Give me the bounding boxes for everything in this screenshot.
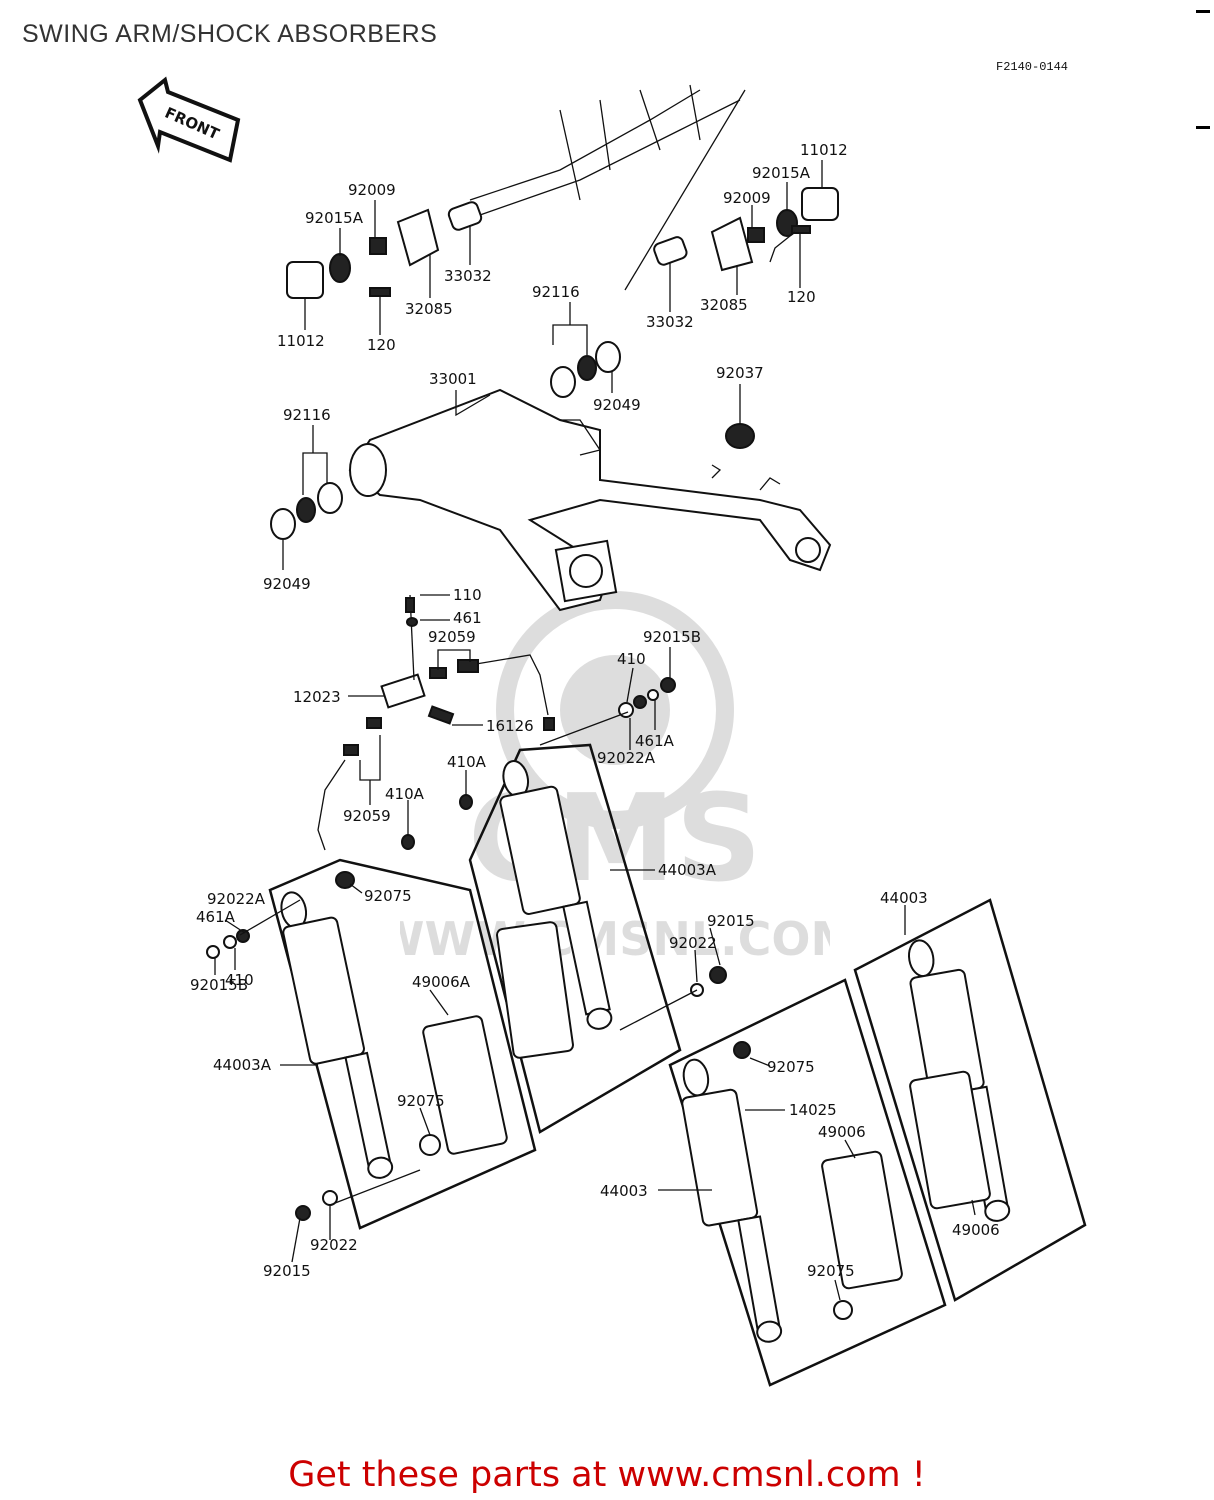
part-label: 92037	[716, 364, 764, 382]
edge-mark	[1196, 10, 1210, 13]
pivot-right	[653, 187, 839, 272]
part-label: 92059	[343, 807, 391, 825]
part-92009-spring	[369, 237, 387, 255]
part-label: 410	[617, 650, 646, 668]
part-label: 461	[453, 609, 482, 627]
pivot-left	[286, 201, 483, 299]
part-label: 44003A	[658, 861, 717, 879]
part-label: 92015	[707, 912, 755, 930]
part-label: 92015B	[643, 628, 701, 646]
leader-lines	[214, 160, 976, 1301]
shock-frame-3	[668, 978, 947, 1387]
part-92015A-nut	[329, 253, 351, 283]
spring-49006A-2	[496, 921, 574, 1059]
swing-arm	[348, 388, 832, 612]
part-label: 33032	[646, 313, 694, 331]
part-label: 92015	[263, 1262, 311, 1280]
part-label: 92022A	[597, 749, 656, 767]
bearings	[270, 341, 755, 540]
part-label: 92116	[532, 283, 580, 301]
footer-link[interactable]: Get these parts at www.cmsnl.com !	[288, 1455, 926, 1495]
figure-code: F2140-0144	[996, 60, 1069, 74]
part-labels: 92009 92015A 11012 120 32085 33032 11012…	[190, 141, 1000, 1280]
shock-absorber-4	[907, 939, 1011, 1222]
part-32085-plate	[710, 216, 754, 272]
part-120-bolt	[369, 287, 391, 297]
part-label: 49006A	[412, 973, 471, 991]
spring-49006A	[422, 1015, 508, 1155]
shock-absorber-1	[280, 891, 394, 1179]
part-label: 32085	[700, 296, 748, 314]
part-33032-bushing	[653, 236, 688, 266]
part-label: 92075	[807, 1262, 855, 1280]
part-label: 11012	[277, 332, 325, 350]
part-11012-cap	[286, 261, 324, 299]
shock-absorber-2	[499, 760, 613, 1030]
part-label: 92015B	[190, 976, 248, 994]
spring-49006-2	[909, 1070, 991, 1210]
part-label: 92075	[364, 887, 412, 905]
part-label: 92075	[767, 1058, 815, 1076]
part-label: 92009	[348, 181, 396, 199]
part-label: 92049	[593, 396, 641, 414]
part-label: 92015A	[305, 209, 364, 227]
part-label: 44003	[600, 1182, 648, 1200]
part-label: 461A	[196, 908, 236, 926]
part-label: 120	[367, 336, 396, 354]
part-label: 49006	[818, 1123, 866, 1141]
page-title: SWING ARM/SHOCK ABSORBERS	[22, 20, 438, 48]
part-label: 44003A	[213, 1056, 272, 1074]
watermark-url: WWW.CMSNL.COM	[400, 912, 830, 966]
spring-49006	[821, 1150, 903, 1290]
part-label: 410A	[447, 753, 487, 771]
air-hoses	[317, 594, 676, 851]
part-label: 16126	[486, 717, 534, 735]
part-11012-cap	[801, 187, 839, 221]
shock-frame-4	[853, 898, 1087, 1302]
small-parts-shock3	[733, 1041, 853, 1320]
part-label: 120	[787, 288, 816, 306]
part-label: 92049	[263, 575, 311, 593]
part-label: 110	[453, 586, 482, 604]
frame-sketch	[469, 84, 746, 291]
part-32085-plate	[396, 208, 440, 267]
shock-frame-1	[268, 858, 537, 1230]
part-label: 14025	[789, 1101, 837, 1119]
part-label: 92022	[310, 1236, 358, 1254]
part-label: 92075	[397, 1092, 445, 1110]
part-label: 410	[225, 971, 254, 989]
shock-absorber-3	[681, 1058, 783, 1343]
part-33032-bushing	[447, 201, 483, 231]
part-label: 92022A	[207, 890, 266, 908]
part-label: 92022	[669, 934, 717, 952]
part-label: 32085	[405, 300, 453, 318]
part-92009-spring	[747, 227, 765, 243]
part-label: 49006	[952, 1221, 1000, 1239]
front-arrow: FRONT	[137, 76, 241, 163]
part-label: 92009	[723, 189, 771, 207]
part-label: 410A	[385, 785, 425, 803]
edge-mark	[1196, 126, 1210, 129]
part-label: 92059	[428, 628, 476, 646]
part-label: 44003	[880, 889, 928, 907]
part-label: 33001	[429, 370, 477, 388]
part-label: 11012	[800, 141, 848, 159]
part-label: 92116	[283, 406, 331, 424]
part-label: 33032	[444, 267, 492, 285]
part-120-bolt	[791, 225, 811, 234]
part-label: 12023	[293, 688, 341, 706]
part-label: 92015A	[752, 164, 811, 182]
part-label: 461A	[635, 732, 675, 750]
